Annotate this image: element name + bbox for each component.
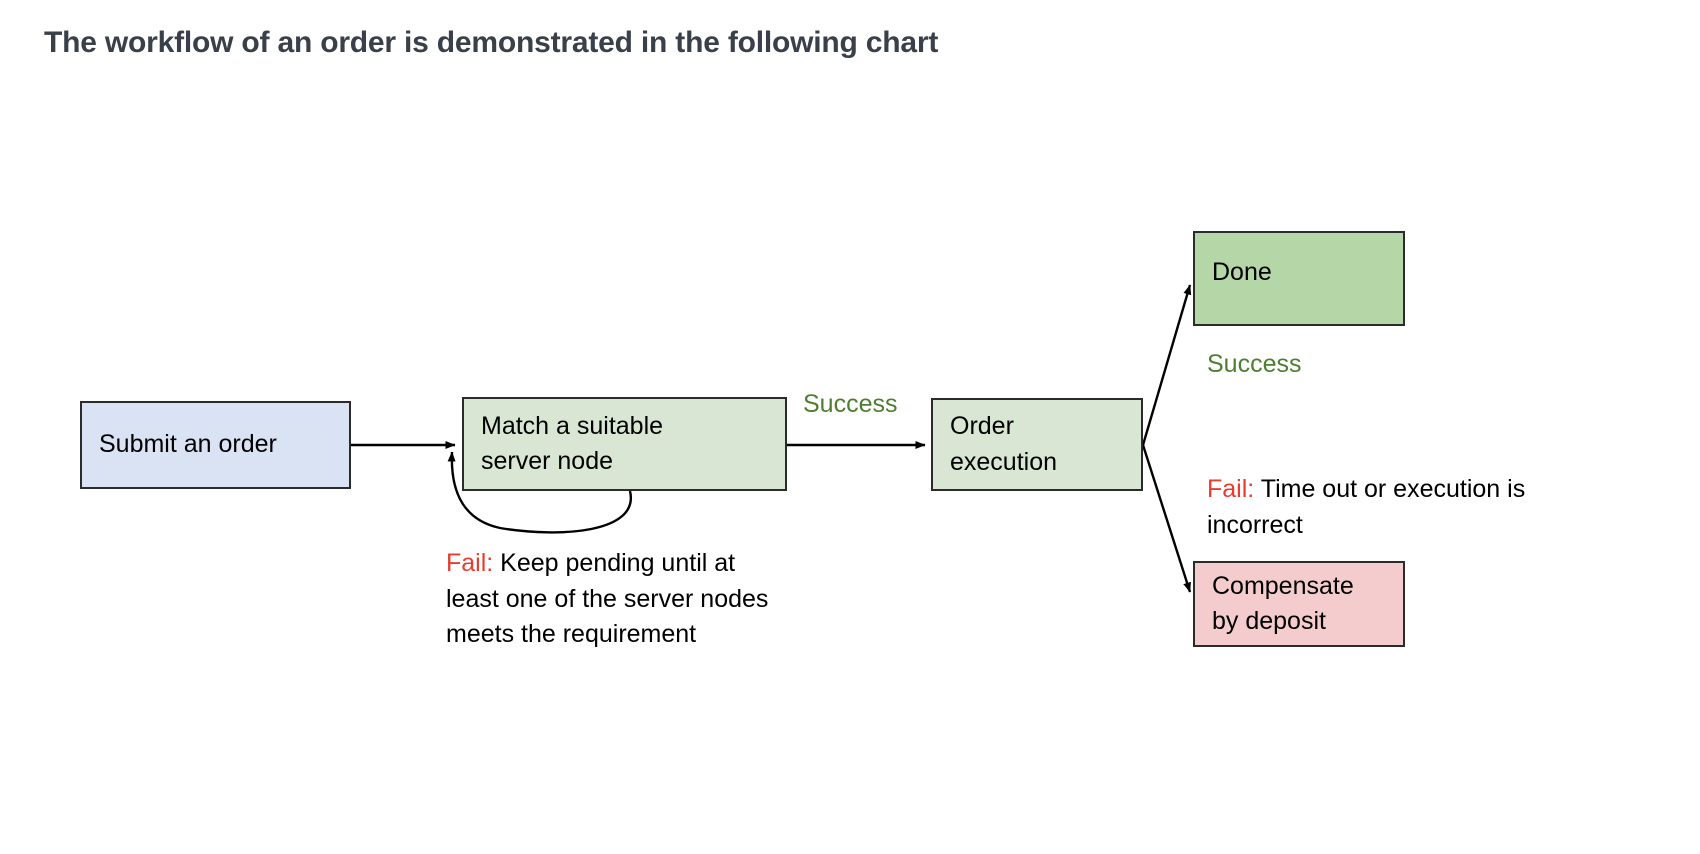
fail-keyword: Fail:: [446, 549, 494, 577]
node-submit-an-order[interactable]: Submit an order: [80, 401, 351, 489]
node-order-execution-line2: execution: [950, 447, 1058, 476]
edge-execution-to-compensate: [1141, 444, 1192, 593]
edge-execution-to-done: [1141, 284, 1192, 446]
edge-label-success-match-to-execution: Success: [803, 390, 898, 418]
edge-match-self-loop: [447, 451, 633, 534]
edge-label-fail-timeout: Fail: Time out or execution is incorrect: [1207, 472, 1537, 543]
fail-right-text: Time out or execution is incorrect: [1207, 475, 1526, 539]
node-match-a-suitable-server-node[interactable]: Match a suitable server node: [462, 397, 787, 491]
node-order-execution-line1: Order: [950, 412, 1014, 440]
page-title: The workflow of an order is demonstrated…: [44, 26, 939, 59]
node-match-server-line2: server node: [481, 447, 614, 475]
node-done[interactable]: Done: [1193, 231, 1405, 326]
edge-label-fail-keep-pending: Fail: Keep pending until at least one of…: [446, 546, 776, 653]
node-order-execution[interactable]: Order execution: [931, 398, 1143, 491]
node-compensate-line1: Compensate: [1212, 571, 1354, 600]
node-compensate-line2: by deposit: [1212, 607, 1326, 635]
node-done-label: Done: [1212, 258, 1272, 286]
edge-label-success-execution-to-done: Success: [1207, 350, 1302, 378]
node-submit-an-order-label: Submit an order: [99, 430, 277, 459]
node-compensate-by-deposit[interactable]: Compensate by deposit: [1193, 561, 1405, 647]
fail-keyword-right: Fail:: [1207, 475, 1255, 503]
node-match-server-line1: Match a suitable: [481, 411, 664, 440]
fail-loop-text: Keep pending until at least one of the s…: [446, 549, 769, 648]
